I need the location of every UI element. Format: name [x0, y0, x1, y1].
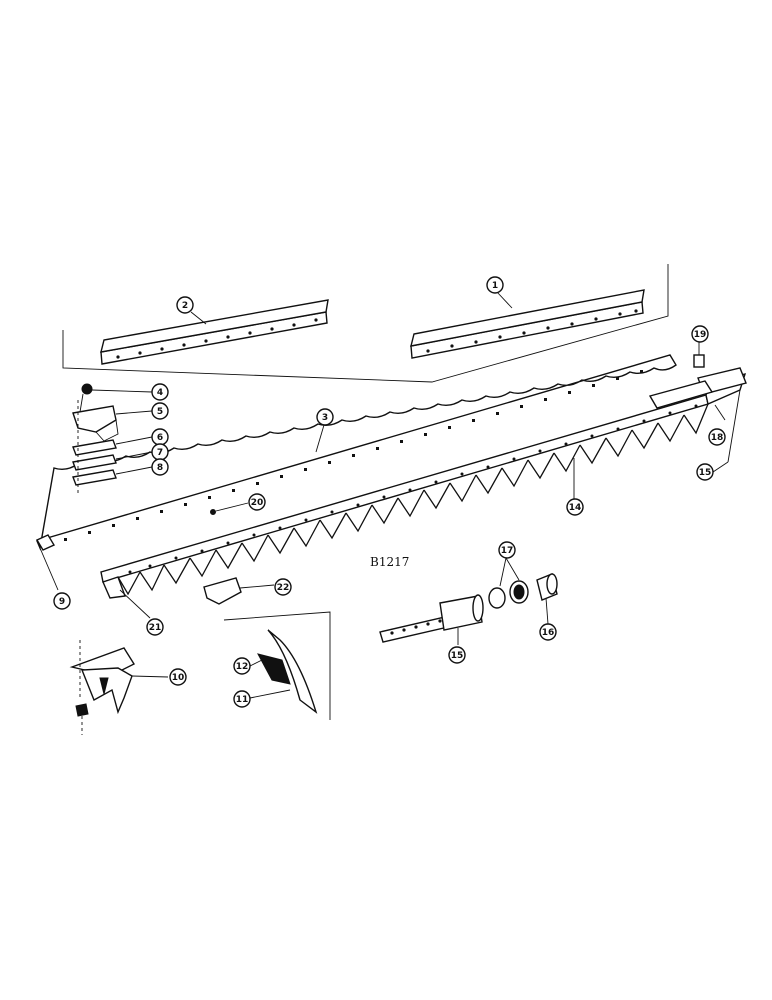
- clip-5: [72, 405, 119, 442]
- plate-6: [72, 439, 117, 456]
- pitman-15: [379, 594, 484, 645]
- knife-head-18: [648, 367, 747, 421]
- angle-strip-1: [410, 289, 645, 359]
- callout-15-lower: 15: [448, 646, 466, 664]
- bolt-4: [79, 383, 93, 413]
- svg-text:18: 18: [711, 433, 724, 443]
- guard-10: [69, 640, 169, 735]
- callout-18: 18: [708, 428, 726, 446]
- item-15-right-leader: [727, 389, 741, 463]
- svg-text:7: 7: [157, 448, 163, 458]
- bushing-17a: [488, 587, 506, 609]
- callout-22: 22: [274, 578, 292, 596]
- bolt-19: [693, 350, 705, 368]
- item-17-leader: [499, 557, 520, 587]
- bushing-17b: [509, 580, 529, 604]
- bar-end-9: [35, 534, 59, 591]
- svg-text:4: 4: [157, 388, 163, 398]
- svg-text:6: 6: [157, 433, 163, 443]
- svg-text:10: 10: [172, 673, 185, 683]
- callout-8: 8: [115, 458, 169, 476]
- wavy-strip-3: [36, 354, 677, 551]
- svg-text:11: 11: [236, 695, 249, 705]
- callout-6: 6: [115, 428, 169, 446]
- drawing-code: B1217: [370, 555, 409, 569]
- callout-21: 21: [146, 618, 164, 636]
- svg-text:8: 8: [157, 463, 163, 473]
- svg-text:2: 2: [182, 301, 188, 311]
- svg-text:1: 1: [492, 281, 498, 291]
- callout-9: 9: [53, 592, 71, 610]
- callout-20: 20: [248, 493, 266, 511]
- callout-15-right: 15: [696, 461, 729, 481]
- upper-enclosure-lines: [62, 264, 669, 383]
- detail-box: [223, 611, 331, 720]
- cap-16: [536, 573, 558, 625]
- callout-10: 10: [169, 668, 187, 686]
- svg-text:14: 14: [569, 503, 582, 513]
- plate-7: [72, 454, 117, 471]
- svg-text:16: 16: [542, 628, 555, 638]
- callout-5: 5: [115, 402, 169, 420]
- callout-16: 16: [539, 623, 557, 641]
- callout-14: 14: [566, 458, 584, 516]
- angle-strip-2: [100, 299, 329, 365]
- svg-text:3: 3: [322, 413, 328, 423]
- callout-3: 3: [315, 408, 334, 453]
- svg-text:21: 21: [149, 623, 162, 633]
- callout-11: 11: [233, 690, 251, 708]
- knife-bar-14: [100, 373, 747, 599]
- plate-8: [72, 469, 117, 486]
- callout-4: 4: [91, 383, 169, 401]
- svg-text:15: 15: [451, 651, 464, 661]
- svg-text:17: 17: [501, 546, 514, 556]
- callout-1: 1: [486, 276, 513, 309]
- svg-text:22: 22: [277, 583, 290, 593]
- callout-19: 19: [691, 325, 709, 350]
- bolt-20: [210, 502, 249, 515]
- svg-text:5: 5: [157, 407, 163, 417]
- svg-text:9: 9: [59, 597, 65, 607]
- svg-text:12: 12: [236, 662, 249, 672]
- item-21-leader: [119, 589, 151, 619]
- callout-17: 17: [498, 541, 516, 559]
- svg-text:19: 19: [694, 330, 707, 340]
- callout-12: 12: [233, 657, 251, 675]
- svg-text:20: 20: [251, 498, 264, 508]
- svg-text:15: 15: [699, 468, 712, 478]
- plate-22: [203, 577, 275, 605]
- callout-2: 2: [176, 296, 207, 325]
